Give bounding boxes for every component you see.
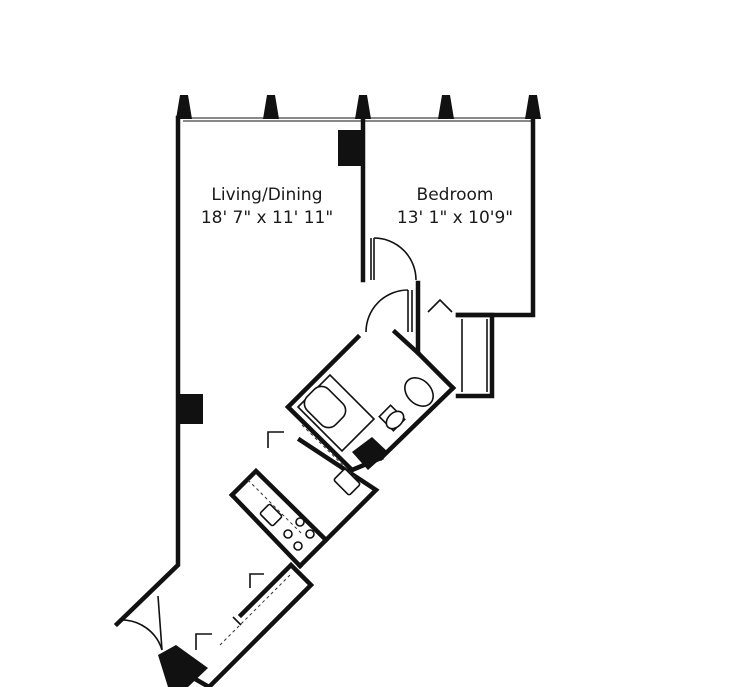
bedroom-dimensions: 13' 1" x 10'9" (397, 208, 513, 228)
window-pillars (176, 95, 541, 119)
bedroom-label: Bedroom 13' 1" x 10'9" (397, 185, 513, 228)
kitchen-fixtures (219, 424, 361, 646)
bedroom-name: Bedroom (417, 185, 494, 205)
living-dining-name: Living/Dining (211, 185, 322, 205)
columns (158, 130, 388, 687)
living-dining-dimensions: 18' 7" x 11' 11" (201, 208, 333, 228)
living-dining-label: Living/Dining 18' 7" x 11' 11" (201, 185, 333, 228)
bathroom-fixtures (296, 373, 434, 453)
doors (119, 237, 453, 651)
